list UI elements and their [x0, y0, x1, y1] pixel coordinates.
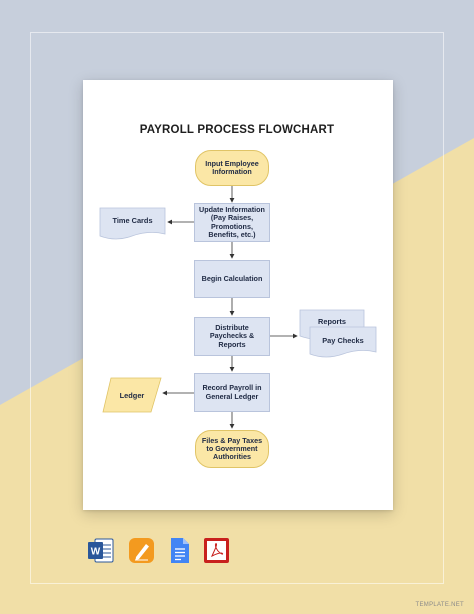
ledger-parallelogram [102, 377, 162, 413]
node-distribute-paychecks-reports: Distribute Paychecks & Reports [194, 317, 270, 356]
pay-checks-document [309, 326, 377, 358]
google-docs-icon[interactable] [166, 537, 193, 564]
reports-label: Reports [318, 316, 346, 326]
watermark: TEMPLATE.NET [415, 602, 464, 608]
ledger-label: Ledger [119, 390, 145, 400]
inner-frame [30, 32, 444, 584]
node-record-payroll: Record Payroll in General Ledger [194, 373, 270, 412]
pdf-icon[interactable] [203, 537, 230, 564]
page-title: PAYROLL PROCESS FLOWCHART [139, 124, 335, 136]
word-icon[interactable]: W [87, 537, 114, 564]
svg-text:W: W [91, 547, 101, 558]
pages-icon[interactable] [128, 537, 155, 564]
node-input-employee-information: Input Employee Information [195, 150, 269, 186]
node-files-pay-taxes: Files & Pay Taxes to Government Authorit… [195, 430, 269, 468]
pay-checks-label: Pay Checks [322, 335, 364, 345]
node-begin-calculation: Begin Calculation [194, 260, 270, 298]
node-update-information: Update Information (Pay Raises, Promotio… [194, 203, 270, 242]
time-cards-label: Time Cards [112, 215, 153, 225]
time-cards-document [99, 207, 166, 240]
